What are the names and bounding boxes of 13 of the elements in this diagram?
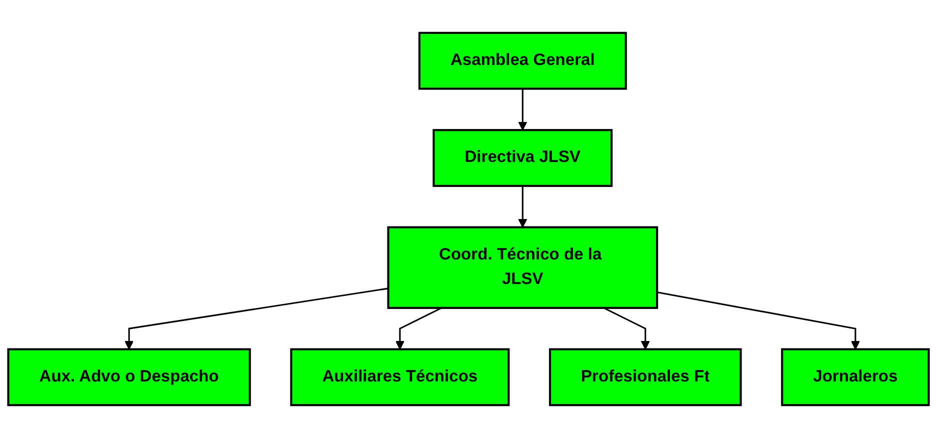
arrow [518, 186, 528, 228]
arrow [656, 291, 860, 350]
node-box: Profesionales Ft [548, 348, 742, 406]
node-box: Asamblea General [418, 32, 627, 90]
node-box: Aux. Advo o Despacho [7, 348, 251, 406]
arrow [395, 307, 442, 350]
node-box: Coord. Técnico de la JLSV [387, 226, 658, 309]
node-box: Directiva JLSV [432, 129, 613, 187]
arrow [603, 307, 650, 350]
node-box: Jornaleros [781, 348, 930, 406]
arrow [518, 88, 528, 130]
node-box: Auxiliares Técnicos [290, 348, 510, 406]
arrow [124, 288, 388, 350]
